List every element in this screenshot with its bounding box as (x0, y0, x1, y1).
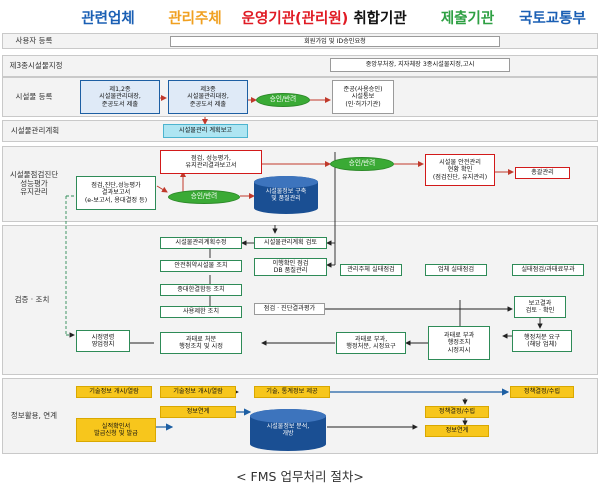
box-info-link-1: 정보연계 (160, 406, 236, 418)
box-inspection-report: 점검, 성능평가, 유지관리결과보고서 (160, 150, 262, 174)
box-penalty-notice: 과태료 부과 행정조치 시정지시 (428, 326, 490, 360)
box-inspection-eval: 점검 · 진단결과평가 (254, 303, 325, 315)
lane-label-facility-plan: 시설물관리계획 (10, 125, 60, 135)
box-report-review: 보고결과 검토 · 확인 (514, 296, 566, 318)
box-policy-1: 정책결정/수립 (510, 386, 574, 398)
column-header-aggregating-agency: 취합기관 (353, 11, 407, 27)
column-header-submitting-agency: 제출기관 (440, 11, 495, 27)
box-history-check: 이행확인 점검 DB 품질관리 (254, 258, 327, 276)
box-biz-check: 업체 실태점검 (425, 264, 487, 276)
column-header-management-entity: 관리주체 (168, 11, 222, 27)
column-header-related-company: 관련업체 (81, 11, 135, 27)
box-performance-cert: 실적확인서 발급신청 및 발급 (76, 418, 156, 442)
box-safety-status: 시설물 안전관리 현황 확인 (점검진단, 유지관리) (425, 154, 495, 186)
box-tech-info-2: 기술정보 개시/열람 (160, 386, 236, 398)
box-penalty-action: 과태료 처분 행정조치 및 시정 (160, 332, 242, 354)
lane-label-review-action: 검증 · 조치 (14, 294, 50, 304)
box-class12-submit: 제1,2종 시설물관리대장, 준공도서 제출 (80, 80, 160, 114)
approve-node-2: 승인/반려 (330, 157, 394, 171)
box-info-link-2: 정보연계 (425, 425, 489, 437)
lane-facility-plan (2, 120, 598, 142)
db-build-quality: 시설물정보 구축 및 품질관리 (265, 187, 307, 202)
box-admin-request: 행정처분 요구 (해당 업체) (512, 330, 572, 352)
box-completion-notice: 준공(사용승인) 시설통보 (인·허가기관) (332, 80, 394, 114)
box-tech-info-1: 기술정보 개시/열람 (76, 386, 152, 398)
lane-label-user-registration: 사용자 등록 (15, 35, 53, 45)
box-designate: 중앙부처장, 지자체장 3종시설물지정,고시 (330, 58, 510, 72)
box-safety-action: 안전취약시설물 조치 (160, 260, 242, 272)
box-general-management: 총괄관리 (515, 167, 570, 179)
box-inspection-submit: 점검,진단,성능평가 결과보고서 (e-보고서, 용대결정 등) (76, 176, 156, 210)
column-header-ministry: 국토교통부 (519, 11, 586, 27)
lane-label-info-usage: 정보활용, 연계 (10, 410, 58, 420)
box-penalty-request: 과태료 부과, 행정처분, 시정요구 (336, 332, 406, 354)
box-business-penalty: 시정명령 영업정지 (76, 330, 130, 352)
lane-label-inspection: 시설물점검진단 성능평가 유지관리 (9, 170, 59, 197)
approve-node-1: 승인/반려 (256, 93, 310, 107)
lane-label-facility-registration: 시설물 등록 (15, 91, 53, 101)
box-plan-report: 시설물관리 계획보고 (163, 124, 248, 138)
box-class3-submit: 제3종 시설물관리대장, 준공도서 제출 (168, 80, 248, 114)
box-tech-stat: 기술, 통계정보 제공 (254, 386, 330, 398)
approve-node-3: 승인/반려 (168, 190, 240, 204)
box-ministry-penalty: 실태점검/과태료부과 (512, 264, 584, 276)
box-signup: 회원가입 및 ID승인요청 (170, 36, 500, 47)
db-analysis-open: 시설물정보 분석, 개방 (266, 422, 310, 437)
box-major-flaw: 중대한결함등 조치 (160, 284, 242, 296)
box-owner-check: 관리주체 실태점검 (340, 264, 402, 276)
column-header-operating-agency: 운영기관(관리원) (241, 11, 349, 27)
diagram-caption: < FMS 업무처리 절차> (236, 469, 364, 484)
lane-label-class3-designation: 제3종시설물지정 (9, 60, 63, 70)
box-policy-2: 정책결정/수립 (425, 406, 489, 418)
box-plan-review: 시설물관리계획 검토 (254, 237, 327, 249)
box-plan-revise: 시설물관리계획수정 (160, 237, 242, 249)
box-usage-limit: 사용제한 조치 (160, 306, 242, 318)
